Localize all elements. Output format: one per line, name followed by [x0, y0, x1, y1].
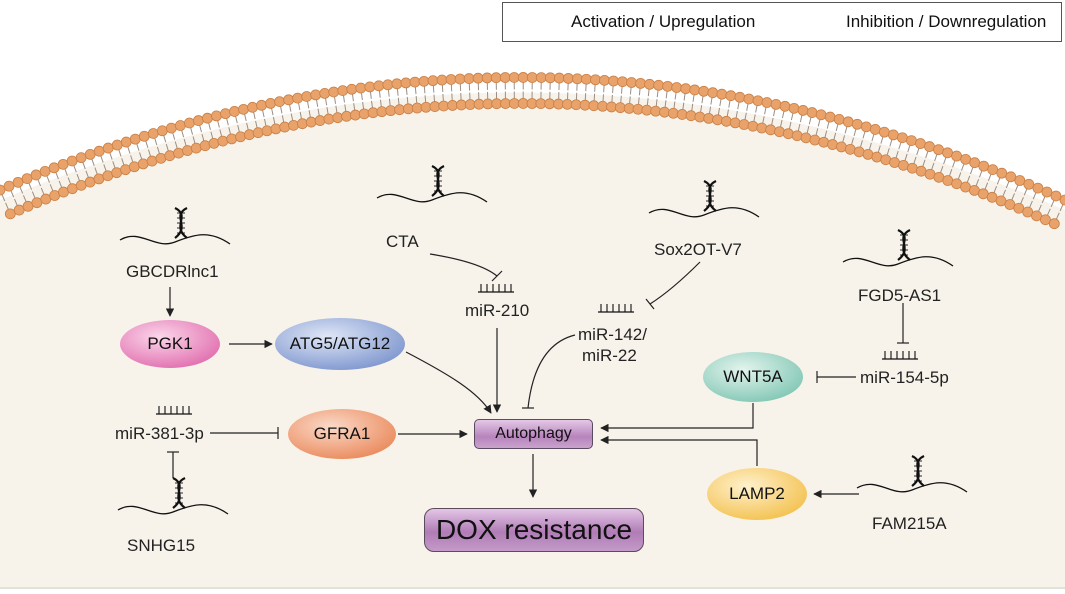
legend-inhibition: Inhibition / Downregulation [846, 12, 1046, 32]
legend-activation: Activation / Upregulation [571, 12, 755, 32]
lncrna-fam215a: FAM215A [872, 514, 947, 534]
autophagy-label: Autophagy [495, 425, 572, 443]
atg-label: ATG5/ATG12 [290, 334, 390, 354]
lncrna-fgd5-as1: FGD5-AS1 [858, 286, 941, 306]
wnt5a-label: WNT5A [723, 367, 783, 387]
lncrna-sox2ot-v7: Sox2OT-V7 [654, 240, 742, 260]
wnt5a-label-wrap: WNT5A [703, 352, 803, 402]
dox-resistance-box: DOX resistance [424, 508, 644, 552]
lncrna-cta: CTA [386, 232, 419, 252]
lamp2-label: LAMP2 [729, 484, 785, 504]
dox-resistance-label: DOX resistance [436, 514, 632, 546]
mirna-mir-142: miR-142/ [578, 325, 647, 345]
atg-label-wrap: ATG5/ATG12 [275, 318, 405, 370]
lncrna-snhg15: SNHG15 [127, 536, 195, 556]
gfra1-label-wrap: GFRA1 [288, 409, 396, 459]
mirna-mir-381-3p: miR-381-3p [115, 424, 204, 444]
lncrna-gbcdrlnc1: GBCDRlnc1 [126, 262, 219, 282]
mirna-mir-154-5p: miR-154-5p [860, 368, 949, 388]
pgk1-label-wrap: PGK1 [120, 320, 220, 368]
pgk1-label: PGK1 [147, 334, 192, 354]
autophagy-box: Autophagy [474, 419, 593, 449]
gfra1-label: GFRA1 [314, 424, 371, 444]
legend: Activation / Upregulation Inhibition / D… [502, 2, 1062, 42]
mirna-mir-22: miR-22 [582, 346, 637, 366]
lamp2-label-wrap: LAMP2 [707, 468, 807, 520]
mirna-mir-210: miR-210 [465, 301, 529, 321]
